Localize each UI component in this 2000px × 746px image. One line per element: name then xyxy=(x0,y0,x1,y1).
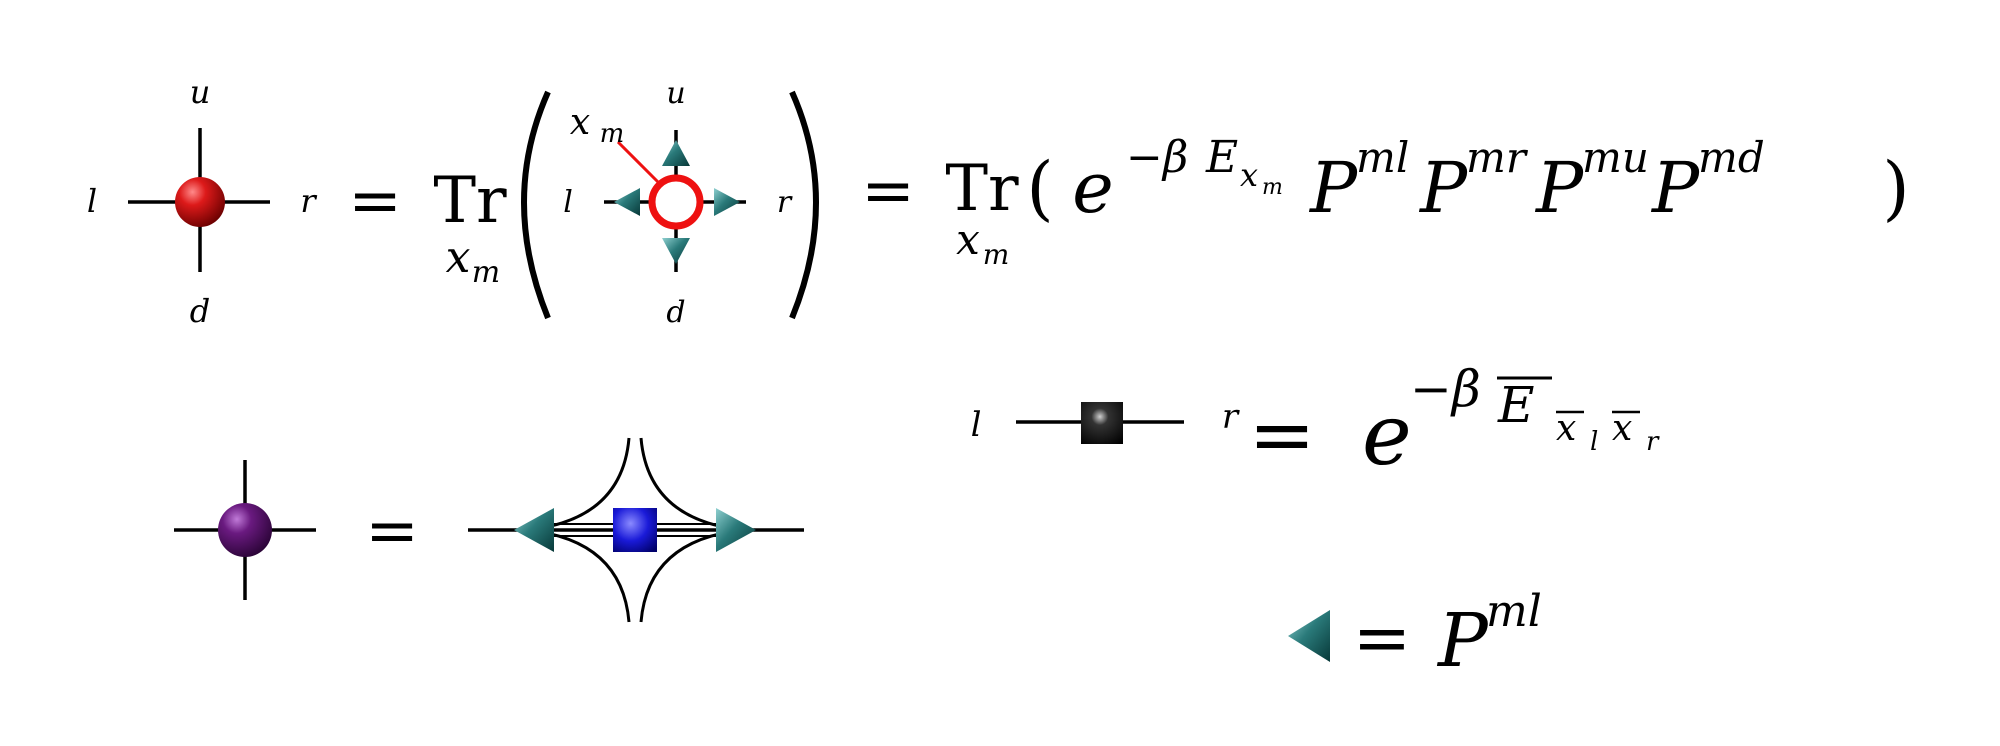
paren-close: ) xyxy=(1882,147,1909,229)
label-r-1: r xyxy=(300,182,317,220)
trace-operator-2: Tr xyxy=(945,152,1019,226)
exp-sub-l: l xyxy=(1590,427,1598,457)
projector-P-ml: P xyxy=(1308,147,1359,229)
equals-sign-2: = xyxy=(861,154,915,228)
teal-triangle-icon-legend xyxy=(1288,610,1330,662)
trace-subscript-m-1: m xyxy=(472,255,500,290)
trace-subscript-x-2: x xyxy=(956,215,980,264)
projector-P-md: P xyxy=(1650,147,1701,229)
label-u-1: u xyxy=(190,73,211,111)
label-d-1: d xyxy=(190,292,210,330)
trace-operator-1: Tr xyxy=(433,164,507,238)
teal-triangle-icon-up xyxy=(662,140,690,166)
exp-energy-E-1: E xyxy=(1205,132,1238,183)
label-u-2: u xyxy=(666,76,685,111)
label-r-3: r xyxy=(1222,397,1240,437)
exp-e-2: e xyxy=(1362,386,1412,484)
exp-minus-beta-2: −β xyxy=(1410,360,1481,418)
teal-triangle-icon-right-2 xyxy=(716,508,756,552)
exp-sub-x-r: x xyxy=(1612,408,1632,449)
exp-energy-sub-x: x xyxy=(1240,156,1258,194)
ring-label-m: m xyxy=(600,119,625,149)
equals-sign-5: = xyxy=(1353,597,1412,679)
projector-sup-mr: mr xyxy=(1466,133,1529,182)
teal-triangle-icon-right xyxy=(714,188,740,216)
label-d-2: d xyxy=(666,295,685,330)
red-ring-icon xyxy=(648,174,704,230)
trace-subscript-m-2: m xyxy=(983,238,1010,271)
label-l-1: l xyxy=(87,182,97,220)
projector-sup-mu: mu xyxy=(1582,133,1649,182)
exp-sub-r: r xyxy=(1646,427,1660,457)
equals-sign-3: = xyxy=(365,494,419,568)
exp-minus-beta-1: −β xyxy=(1126,132,1188,183)
equals-sign-4: = xyxy=(1248,388,1315,481)
teal-triangle-icon-down xyxy=(662,238,690,264)
trace-subscript-x-1: x xyxy=(446,232,471,283)
purple-sphere-icon xyxy=(218,503,272,557)
projector-sup-ml: ml xyxy=(1356,133,1409,182)
black-square-icon xyxy=(1081,402,1123,444)
label-r-2: r xyxy=(777,185,793,220)
exp-energy-sub-m: m xyxy=(1262,175,1283,200)
paren-open: ( xyxy=(1026,147,1053,229)
big-right-parenthesis xyxy=(789,90,819,320)
legend-P: P xyxy=(1436,598,1489,684)
projector-sup-md: md xyxy=(1698,133,1765,182)
blue-square-icon xyxy=(613,508,657,552)
label-l-2: l xyxy=(563,185,573,220)
exp-sub-x-l: x xyxy=(1556,408,1576,449)
red-sphere-icon xyxy=(175,177,225,227)
ring-pointer-line xyxy=(616,140,662,186)
big-left-parenthesis xyxy=(521,90,551,320)
equals-sign-1: = xyxy=(348,164,402,238)
projector-P-mu: P xyxy=(1534,147,1585,229)
teal-triangle-icon-left xyxy=(614,188,640,216)
exp-e-1: e xyxy=(1072,147,1113,229)
exp-energy-E-2: E xyxy=(1497,376,1535,434)
teal-triangle-icon-left-2 xyxy=(514,508,554,552)
projector-P-mr: P xyxy=(1418,147,1469,229)
ring-label-x: x xyxy=(570,102,590,143)
label-l-3: l xyxy=(971,405,982,445)
legend-sup-ml: ml xyxy=(1486,586,1542,637)
